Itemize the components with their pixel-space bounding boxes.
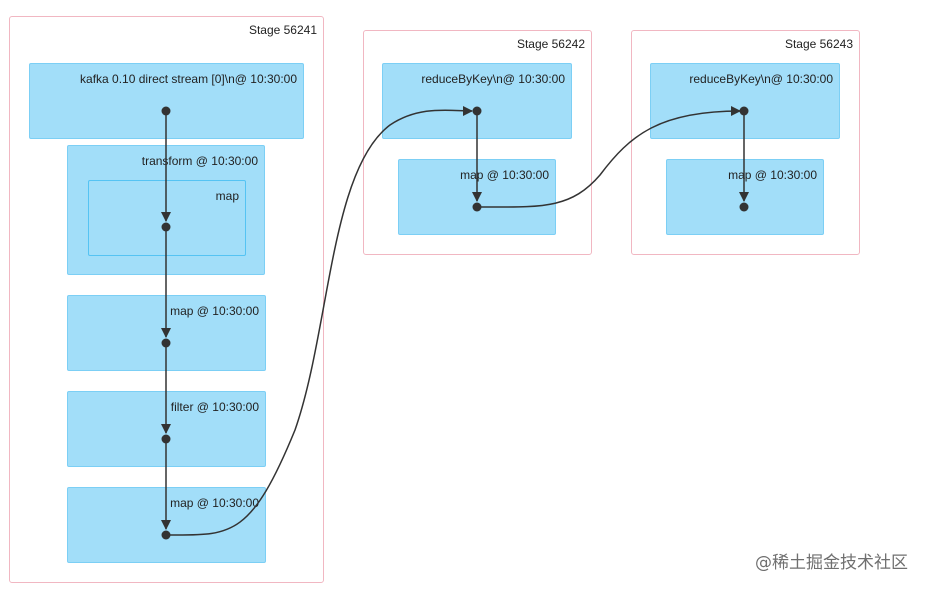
rdd-node-map[interactable]: map @ 10:30:00 <box>67 295 266 371</box>
node-label: map @ 10:30:00 <box>728 168 817 182</box>
node-label: map @ 10:30:00 <box>460 168 549 182</box>
node-label: reduceByKey\n@ 10:30:00 <box>421 72 565 86</box>
node-label: kafka 0.10 direct stream [0]\n@ 10:30:00 <box>80 72 297 86</box>
node-label: transform @ 10:30:00 <box>141 154 258 168</box>
rdd-node-map[interactable]: map @ 10:30:00 <box>666 159 824 235</box>
rdd-node-reducebykey[interactable]: reduceByKey\n@ 10:30:00 <box>650 63 840 139</box>
rdd-node-map[interactable]: map @ 10:30:00 <box>67 487 266 563</box>
node-label: map <box>215 189 239 203</box>
rdd-node-reducebykey[interactable]: reduceByKey\n@ 10:30:00 <box>382 63 572 139</box>
node-label: map @ 10:30:00 <box>170 304 259 318</box>
node-label: reduceByKey\n@ 10:30:00 <box>689 72 833 86</box>
rdd-node-inner-map[interactable]: map <box>88 180 246 256</box>
node-label: map @ 10:30:00 <box>170 496 259 510</box>
watermark: @稀土掘金技术社区 <box>755 553 908 573</box>
stage-label: Stage 56242 <box>516 37 585 51</box>
stage-label: Stage 56241 <box>248 23 317 37</box>
rdd-node-map[interactable]: map @ 10:30:00 <box>398 159 556 235</box>
rdd-node-filter[interactable]: filter @ 10:30:00 <box>67 391 266 467</box>
stage-label: Stage 56243 <box>784 37 853 51</box>
rdd-node-kafka-stream[interactable]: kafka 0.10 direct stream [0]\n@ 10:30:00 <box>29 63 304 139</box>
node-label: filter @ 10:30:00 <box>170 400 259 414</box>
rdd-node-transform[interactable]: transform @ 10:30:00 map <box>67 145 265 275</box>
